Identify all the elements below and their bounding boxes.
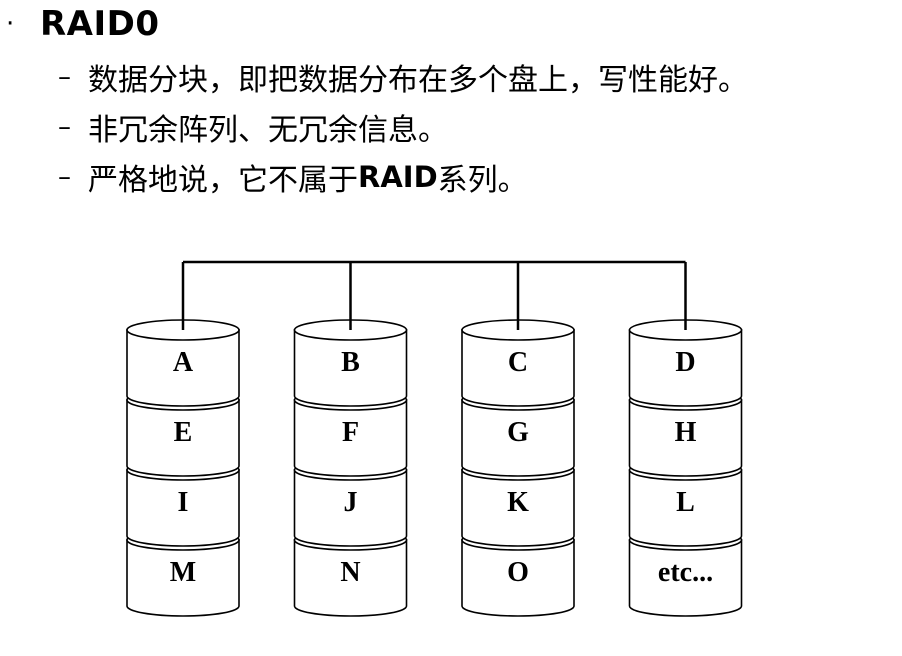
disk-block-body [126, 469, 240, 547]
point-dash: – [58, 62, 71, 92]
disk-block-label: N [340, 557, 360, 588]
disk-block-label: A [173, 347, 194, 378]
disk-block-label: L [676, 487, 695, 518]
point-text: 严格地说，它不属于 [88, 163, 358, 198]
disk-1: M I E A [126, 319, 240, 617]
point-text: 非冗余阵列、无冗余信息。 [88, 113, 448, 148]
point-dash: – [58, 162, 71, 192]
disk-block-label: F [342, 417, 359, 448]
disk-block: C [461, 319, 575, 407]
disk-block-body [628, 539, 743, 617]
bullet-points: – 数据分块，即把数据分布在多个盘上，写性能好。 – 非冗余阵列、无冗余信息。 … [58, 52, 748, 202]
title-bullet: · [6, 9, 15, 39]
disk-block-body [126, 539, 240, 617]
disk-block-label: G [507, 417, 529, 448]
disk-block-label: I [178, 487, 189, 518]
disk-block-label: J [344, 487, 358, 518]
disk-block-body [293, 539, 408, 617]
disk-block-body [461, 399, 575, 477]
disk-block-body [461, 329, 575, 407]
disk-block-body [628, 329, 743, 407]
title-text: RAID0 [40, 4, 160, 44]
disk-block-body [461, 469, 575, 547]
bullet-point-3: – 严格地说，它不属于 RAID 系列。 [58, 152, 748, 202]
point-text-raid: RAID [358, 160, 438, 194]
disk-block-label: C [508, 347, 528, 378]
point-text: 数据分块，即把数据分布在多个盘上，写性能好。 [88, 63, 748, 98]
point-dash: – [58, 112, 71, 142]
disk-4: etc... L H D [628, 319, 743, 617]
disk-block-body [628, 399, 743, 477]
disk-block-label: H [675, 417, 697, 448]
disk-block-body [461, 539, 575, 617]
disk-block-label: etc... [658, 557, 713, 588]
disk-block-body [628, 469, 743, 547]
disk-block-body [293, 469, 408, 547]
disk-block-label: K [507, 487, 529, 518]
disk-block-body [126, 329, 240, 407]
disk-3: O K G C [461, 319, 575, 617]
disk-block: A [126, 319, 240, 407]
disk-block-label: O [507, 557, 529, 588]
disk-block-label: M [170, 557, 196, 588]
disk-block-body [126, 399, 240, 477]
disk-block-body [293, 329, 408, 407]
slide-title: · RAID0 [6, 2, 160, 46]
disk-block-label: E [174, 417, 193, 448]
disk-block-label: D [675, 347, 695, 378]
point-text-tail: 系列。 [437, 163, 528, 198]
controller-bus [181, 260, 687, 330]
disk-2: N J F B [293, 319, 408, 617]
disk-block: D [628, 319, 743, 407]
bullet-point-1: – 数据分块，即把数据分布在多个盘上，写性能好。 [58, 52, 748, 102]
disk-block-body [293, 399, 408, 477]
disk-block-label: B [341, 347, 360, 378]
bullet-point-2: – 非冗余阵列、无冗余信息。 [58, 102, 748, 152]
disk-block: B [293, 319, 408, 407]
